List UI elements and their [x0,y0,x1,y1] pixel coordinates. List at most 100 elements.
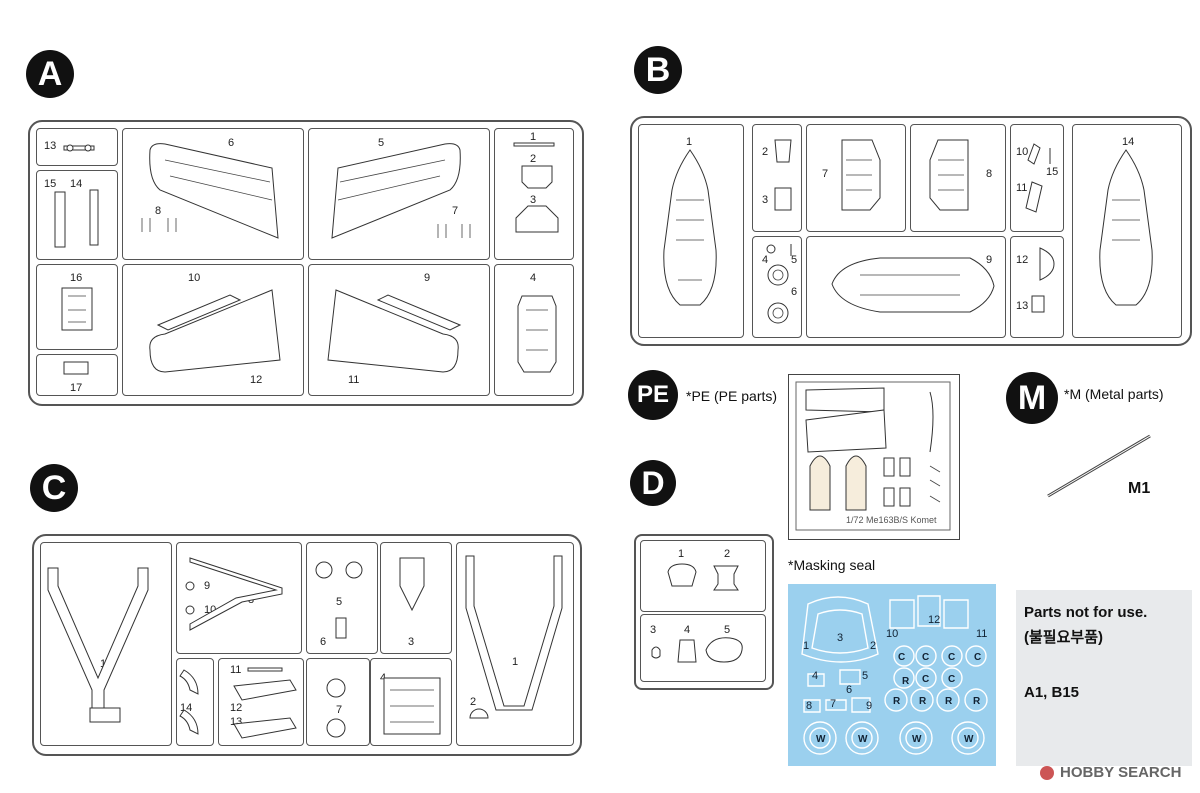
b-num-15: 15 [1046,166,1059,178]
mask-num-7: 7 [830,698,837,710]
b-num-3: 3 [762,194,769,206]
a-num-3: 3 [530,194,537,206]
pe-label: *PE (PE parts) [686,388,778,404]
b-num-4: 4 [762,254,769,266]
note-korean: (불필요부품) [1024,629,1103,646]
d-num-5: 5 [724,624,731,636]
b-num-1: 1 [686,136,693,148]
sprue-d-badge: D [630,460,676,506]
mask-num-10: 10 [886,628,899,640]
b-num-9: 9 [986,254,993,266]
watermark-text: HOBBY SEARCH [1060,764,1182,781]
mask-letter-r5: R [902,676,910,687]
mask-letter-r4: R [973,696,981,707]
mask-num-12: 12 [928,614,941,626]
a-num-9: 9 [424,272,431,284]
c-num-5: 5 [336,596,343,608]
mask-num-11: 11 [976,628,988,640]
mask-letter-w1: W [816,734,826,745]
mask-letter-c1: C [898,652,906,663]
mask-letter-c3: C [974,652,982,663]
c-num-12: 12 [230,702,243,714]
mask-letter-c4: C [922,674,930,685]
c-num-1: 1 [512,656,519,668]
masking-label: *Masking seal [788,557,876,573]
sprue-b-cell-10-11 [1010,124,1064,232]
unused-parts-note [1016,590,1192,766]
c-num-11: 11 [230,664,242,676]
d-num-2: 2 [724,548,731,560]
a-num-14: 14 [70,178,83,190]
b-num-13: 13 [1016,300,1029,312]
a-num-2: 2 [530,153,537,165]
d-num-3: 3 [650,624,657,636]
a-num-12: 12 [250,374,263,386]
b-num-14: 14 [1122,136,1135,148]
sprue-a-cell-1-3 [494,128,574,260]
sprue-a-frame [28,120,584,406]
a-num-11: 11 [348,374,360,386]
a-num-7: 7 [452,205,459,217]
c-num-4: 4 [380,672,387,684]
mask-num-1: 1 [803,640,810,652]
metal-badge: M [1006,372,1058,424]
pe-badge: PE [628,370,678,420]
a-num-1: 1 [530,131,537,143]
c-num-7: 7 [336,704,343,716]
pe-fret-text: 1/72 Me163B/S Komet [846,515,937,525]
mask-num-2: 2 [870,640,877,652]
d-num-1: 1 [678,548,685,560]
mask-num-4: 4 [812,670,819,682]
c-num-6: 6 [320,636,327,648]
a-num-6: 6 [228,137,235,149]
b-num-7: 7 [822,168,829,180]
sprue-c-badge: C [30,464,78,512]
a-num-5: 5 [378,137,385,149]
c-num-3: 3 [408,636,415,648]
b-num-6: 6 [791,286,798,298]
mask-letter-c2: C [948,652,956,663]
sprue-b-cell-12-13 [1010,236,1064,338]
mask-num-8: 8 [806,700,813,712]
b-num-2: 2 [762,146,769,158]
mask-num-3: 3 [837,632,844,644]
sprue-a-badge: A [26,50,74,98]
b-num-5: 5 [791,254,798,266]
sprue-a-cell-17 [36,354,118,396]
mask-letter-r2: R [919,696,927,707]
a-num-8: 8 [155,205,162,217]
note-title: Parts not for use. [1024,604,1148,621]
a-num-4: 4 [530,272,537,284]
sprue-d-cell-3-5 [640,614,766,682]
mask-letter-w2: W [858,734,868,745]
d-num-4: 4 [684,624,691,636]
note-parts: A1, B15 [1024,684,1080,701]
mask-num-5: 5 [862,670,869,682]
metal-part-m1: M1 [1128,480,1151,497]
c-num-2: 2 [470,696,477,708]
a-num-13: 13 [44,140,57,152]
mask-letter-w3: W [912,734,922,745]
sprue-a-cell-15-14 [36,170,118,260]
metal-label: *M (Metal parts) [1064,386,1164,402]
mask-letter-c6: C [922,652,930,663]
b-num-11: 11 [1016,182,1028,194]
a-num-15: 15 [44,178,57,190]
mask-letter-c5: C [948,674,956,685]
b-num-10: 10 [1016,146,1029,158]
mask-letter-r1: R [893,696,901,707]
c-num-9: 9 [204,580,211,592]
mask-num-6: 6 [846,684,853,696]
a-num-17: 17 [70,382,83,394]
mask-num-9: 9 [866,700,873,712]
mask-letter-r3: R [945,696,953,707]
mask-letter-w4: W [964,734,974,745]
